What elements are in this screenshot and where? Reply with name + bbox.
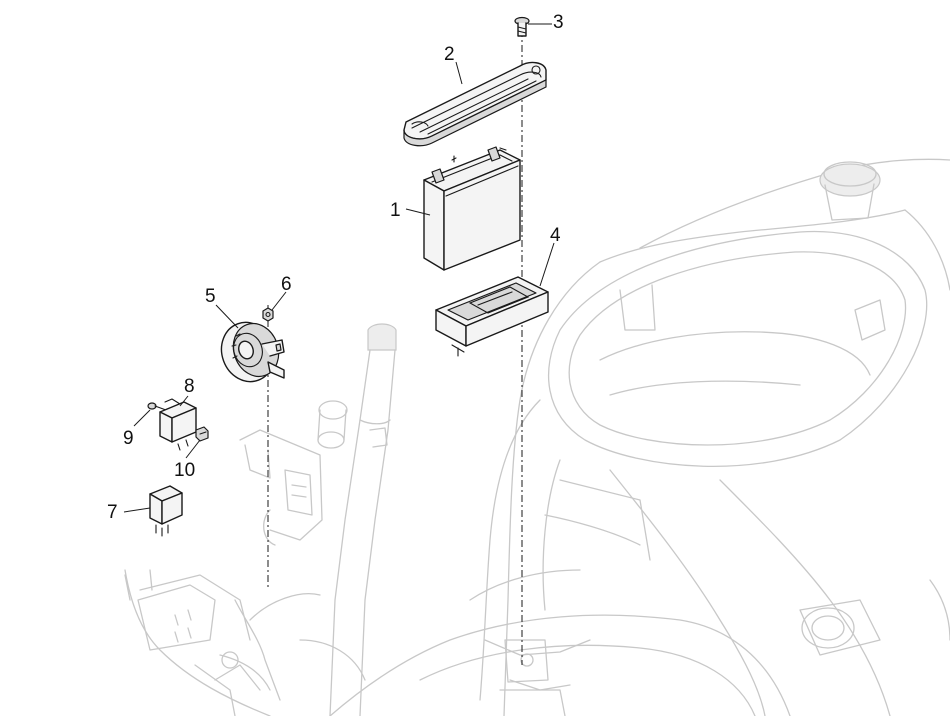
- callout-2: 2: [444, 44, 455, 65]
- leader-8: [179, 395, 189, 407]
- leader-4: [539, 242, 555, 287]
- leader-7: [123, 507, 151, 513]
- leader-6: [271, 291, 287, 311]
- part-relay: [159, 398, 197, 451]
- leader-1: [405, 208, 431, 216]
- callout-labels: 1 2 3 4 5 6 7 8 9 10: [107, 12, 564, 523]
- leader-9: [133, 409, 151, 427]
- part-connector: [195, 426, 209, 442]
- callout-5: 5: [205, 286, 216, 307]
- part-battery: [423, 146, 521, 271]
- part-screw: [514, 16, 530, 37]
- leader-2: [455, 61, 463, 85]
- callout-9: 9: [123, 428, 134, 449]
- callout-10: 10: [174, 460, 195, 481]
- part-flasher-relay: [149, 485, 183, 537]
- part-battery-tray: [435, 276, 549, 357]
- callout-7: 7: [107, 502, 118, 523]
- part-battery-strap: [403, 61, 547, 147]
- part-relay-screw: [147, 402, 167, 411]
- leader-10: [185, 439, 201, 459]
- callout-1: 1: [390, 200, 401, 221]
- callout-6: 6: [281, 274, 292, 295]
- leader-5: [215, 304, 239, 329]
- part-horn: [220, 321, 285, 383]
- callout-8: 8: [184, 376, 195, 397]
- callout-4: 4: [550, 225, 561, 246]
- leader-lines: [123, 23, 555, 513]
- scooter-frame-ghost: [124, 158, 950, 716]
- part-nut: [262, 307, 274, 322]
- callout-3: 3: [553, 12, 564, 33]
